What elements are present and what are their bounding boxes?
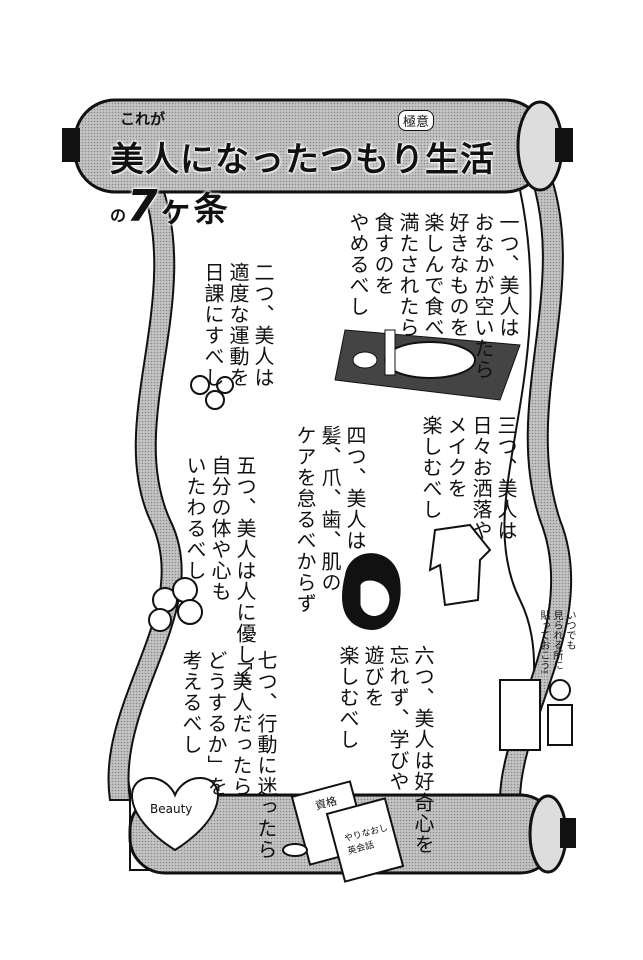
bottom-roll-end xyxy=(560,818,576,848)
fridge-illustration xyxy=(499,679,541,751)
page-title: これが 極意 美人になったつもり生活の7ヶ条 xyxy=(80,108,510,232)
title-badge: 極意 xyxy=(398,110,435,131)
shirt-illustration xyxy=(428,523,492,607)
title-prefix: これが xyxy=(120,110,166,128)
dumbbell-illustration xyxy=(190,375,234,410)
scroll-back-strip-left xyxy=(107,179,183,801)
person-illustration xyxy=(549,679,571,701)
top-roll-end-left xyxy=(62,128,80,162)
title-number: 7 xyxy=(127,181,159,232)
top-roll-end-right xyxy=(555,128,573,162)
rule-1: 一つ、美人は おなかが空いたら 好きなものを 楽しんで食べ 満たされたら 食すの… xyxy=(346,212,520,380)
rule-4: 四つ、美人は 髪、爪、歯、肌の ケアを怠るべからず xyxy=(293,425,367,614)
rule-5: 五つ、美人は人に優しく 自分の体や心も いたわるべし xyxy=(183,455,257,686)
cup-illustration xyxy=(282,843,308,857)
rule-2: 二つ、美人は 適度な運動を 日課にすべし xyxy=(201,262,275,388)
rule-7: 七つ、行動に迷ったら 「美人だったら どうするか」を 考えるべし xyxy=(179,650,278,860)
flower-illustration xyxy=(148,577,203,632)
book-illustration-2 xyxy=(325,797,405,883)
title-main: 美人になったつもり生活の7ヶ条 xyxy=(110,132,510,232)
rule-3: 三つ、美人は 日々お洒落や メイクを 楽しむべし xyxy=(419,415,518,541)
heart-label: Beauty xyxy=(150,802,193,816)
note-text: いつでも 見られる所に 貼っておこう! xyxy=(538,610,575,675)
heart-illustration xyxy=(131,776,219,852)
title-text: 美人になったつもり生活 xyxy=(110,140,495,180)
title-suffix: ヶ条 xyxy=(158,190,229,230)
rule-6: 六つ、美人は好奇心を 忘れず、学びや 遊びを 楽しむべし xyxy=(336,645,435,855)
title-particle: の xyxy=(110,206,128,225)
